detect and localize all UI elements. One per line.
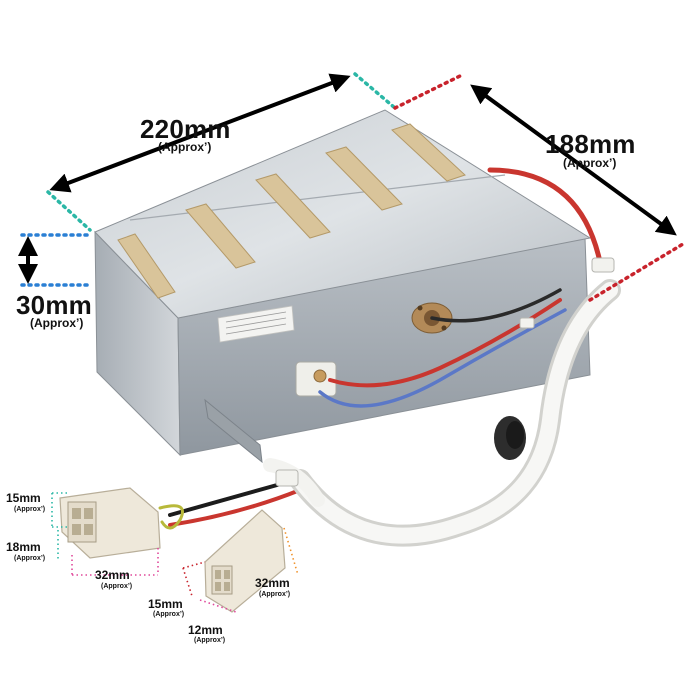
height-value: 30mm	[16, 290, 92, 320]
heater-element-body	[94, 109, 592, 464]
terminal-block	[295, 361, 337, 397]
depth-approx: (Approx’)	[563, 156, 617, 170]
width-guide-lines	[46, 72, 397, 232]
cable-ties	[275, 257, 615, 487]
conn2-length-value: 32mm	[255, 576, 290, 590]
conn2-length-approx: (Approx’)	[259, 591, 291, 598]
conn2-height-value: 15mm	[148, 597, 183, 611]
conn1-height-bottom-value: 18mm	[6, 540, 41, 554]
conn2-width-approx: (Approx’)	[194, 637, 226, 644]
conn1-length-value: 32mm	[95, 568, 130, 582]
conn1-length-approx: (Approx’)	[101, 583, 133, 590]
depth-value: 188mm	[545, 129, 636, 159]
conn2-width-value: 12mm	[188, 623, 223, 637]
conn1-height-bottom-approx: (Approx’)	[14, 555, 46, 562]
conn1-height-top-value: 15mm	[6, 491, 41, 505]
connector-large	[59, 487, 161, 559]
height-guide-lines	[20, 233, 94, 287]
dimension-arrows	[18, 73, 677, 284]
width-value: 220mm	[140, 114, 231, 144]
height-approx: (Approx’)	[30, 316, 84, 330]
width-approx: (Approx’)	[158, 140, 212, 154]
connector-guide-lines	[51, 492, 299, 613]
depth-arrow	[470, 84, 677, 236]
connector-small	[204, 509, 286, 613]
conn1-height-top-approx: (Approx’)	[14, 506, 46, 513]
width-arrow	[49, 73, 351, 193]
conn2-height-approx: (Approx’)	[153, 611, 185, 618]
depth-guide-lines	[393, 74, 685, 302]
rubber-grommet	[494, 416, 526, 460]
rating-label	[217, 305, 295, 343]
